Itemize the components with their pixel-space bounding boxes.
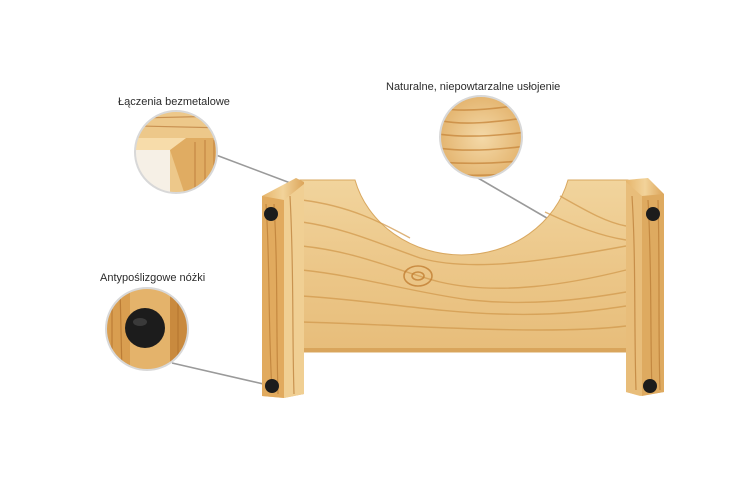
foot-bottom-left (265, 379, 279, 393)
callout-label-feet: Antypoślizgowe nóżki (100, 272, 206, 284)
leader-line-feet (171, 362, 273, 387)
zoomed-foot-pad (125, 308, 165, 348)
zoom-circle-feet (105, 287, 189, 371)
leader-line-joints (215, 154, 294, 185)
callout-label-joints: Łączenia bezmetalowe (118, 96, 230, 108)
foot-top-left (264, 207, 278, 221)
right-side-panel (626, 178, 664, 396)
left-side-panel (262, 178, 304, 398)
foot-top-right (646, 207, 660, 221)
zoom-circle-joints (134, 110, 218, 194)
foot-bottom-right (643, 379, 657, 393)
callout-label-grain: Naturalne, niepowtarzalne usłojenie (386, 81, 561, 93)
leader-line-grain (477, 177, 553, 222)
zoom-circle-grain (439, 95, 523, 179)
back-panel (299, 179, 629, 353)
